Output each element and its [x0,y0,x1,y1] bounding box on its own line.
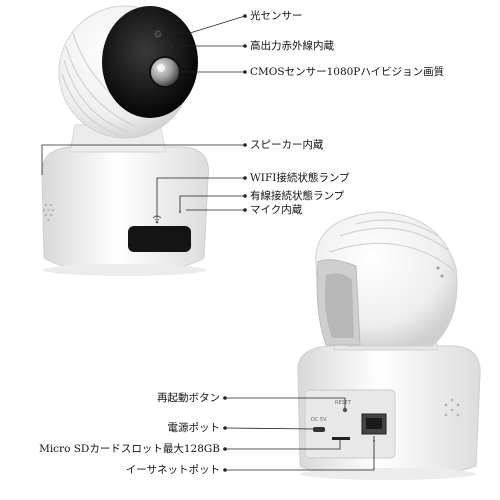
front-dark-panel [128,226,191,252]
port-text-dc: DC 5V [311,417,327,423]
label-ethernet-port: イーサネットポット [125,464,220,476]
front-lens-housing [102,6,198,118]
back-speaker-grille [444,398,460,417]
reset-button-hole [342,407,348,413]
dc-power-port [313,427,325,432]
port-text-reset: RESET [335,400,352,406]
back-camera: RESET DC 5V [297,211,481,480]
label-cmos: CMOSセンサー1080Pハイビジョン画質 [250,66,445,78]
front-leader-dots [243,14,247,212]
label-infrared: 高出力赤外線内蔵 [250,40,334,52]
label-reset-button: 再起動ボタン [157,392,220,404]
back-leader-dots [223,396,227,472]
label-sd-slot: Micro SDカードスロット最大128GB [39,443,220,455]
wifi-lamp-icon [152,215,162,224]
label-speaker: スピーカー内蔵 [250,139,324,151]
back-port-panel [304,389,396,459]
front-speaker-grille [42,203,55,222]
cmos-lens [149,56,181,88]
front-camera [41,5,210,276]
sd-card-slot [332,437,350,440]
label-power-port: 電源ポット [167,422,221,434]
back-leader-lines [224,397,375,471]
front-leader-lines [41,15,246,218]
label-wired-lamp: 有線接続状態ランプ [250,190,345,202]
label-microphone: マイク内蔵 [250,204,303,216]
front-base [41,146,210,273]
light-sensor-dot [154,30,162,38]
label-light-sensor: 光センサー [250,10,303,22]
label-wifi-lamp: WIFI接続状態ランプ [250,172,350,184]
